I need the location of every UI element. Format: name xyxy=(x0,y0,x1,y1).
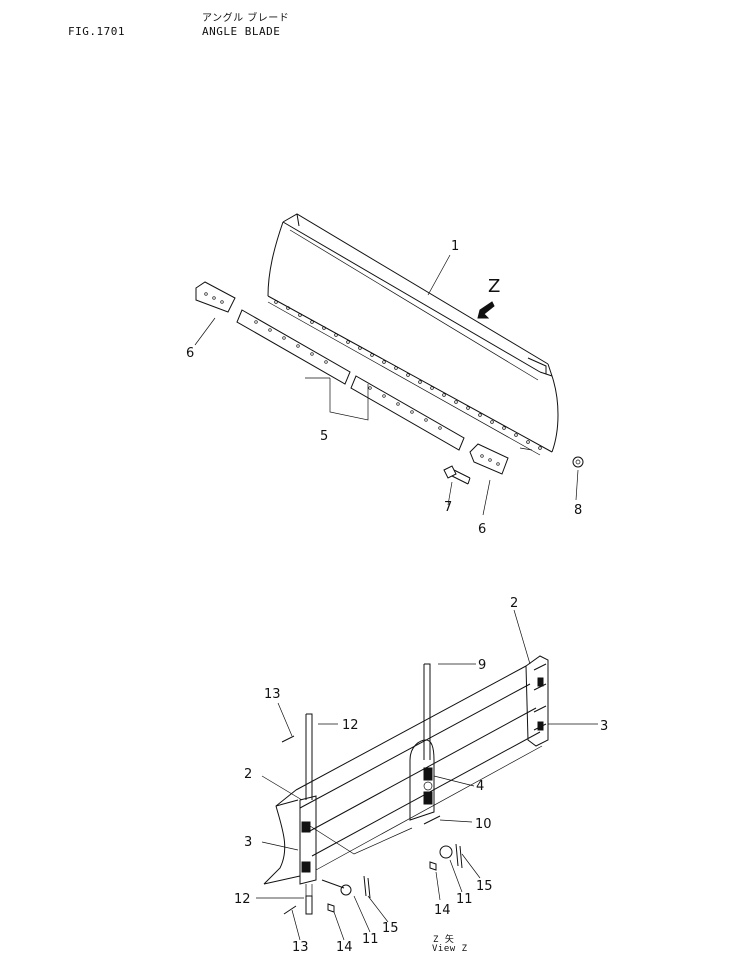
fastener-set-right xyxy=(429,843,463,871)
end-bit-right xyxy=(469,443,509,475)
cotter-13-lower xyxy=(283,905,297,915)
callout-12-lower: 12 xyxy=(234,892,251,907)
top-leaders xyxy=(194,254,579,516)
callout-6-left: 6 xyxy=(186,346,194,361)
view-caption-english: View Z xyxy=(432,944,468,954)
bolt-hole-row xyxy=(274,300,542,450)
callout-10: 10 xyxy=(475,817,492,832)
callout-11-right: 11 xyxy=(456,892,473,907)
bracket-right xyxy=(525,655,549,747)
callout-14-right: 14 xyxy=(434,903,451,918)
title-japanese: アングル ブレード xyxy=(202,13,290,24)
callout-7: 7 xyxy=(444,500,452,515)
end-bit-left xyxy=(195,281,236,313)
bottom-leaders xyxy=(256,609,598,941)
callout-5: 5 xyxy=(320,429,328,444)
callout-9: 9 xyxy=(478,658,486,673)
callout-15-right: 15 xyxy=(476,879,493,894)
callout-12-upper: 12 xyxy=(342,718,359,733)
pin-10 xyxy=(423,815,441,825)
view-caption-japanese: Z 矢 xyxy=(433,935,455,945)
callout-4: 4 xyxy=(476,779,484,794)
pin-12-lower xyxy=(305,884,313,915)
fastener-set-left xyxy=(321,875,371,913)
title-english: ANGLE BLADE xyxy=(202,25,281,38)
figure-number: FIG.1701 xyxy=(68,25,125,38)
callout-2-right: 2 xyxy=(510,596,518,611)
callout-13-lower: 13 xyxy=(292,940,309,955)
callout-3-left: 3 xyxy=(244,835,252,850)
callout-6-right: 6 xyxy=(478,522,486,537)
cutting-edge-right xyxy=(350,375,465,451)
callout-11-left: 11 xyxy=(362,932,379,947)
callout-1: 1 xyxy=(451,239,459,254)
callout-15-left: 15 xyxy=(382,921,399,936)
center-bracket xyxy=(409,739,435,821)
view-z-arrow-icon xyxy=(477,301,495,319)
nut-8 xyxy=(572,456,584,468)
rear-frame-assembly xyxy=(263,655,549,915)
callout-8: 8 xyxy=(574,503,582,518)
blade-assembly: Z xyxy=(195,213,584,485)
pin-12-upper xyxy=(305,713,313,800)
callout-3-right: 3 xyxy=(600,719,608,734)
pin-9 xyxy=(423,663,431,760)
callout-14-left: 14 xyxy=(336,940,353,955)
callout-2-left: 2 xyxy=(244,767,252,782)
view-z-label: Z xyxy=(488,276,500,297)
cutting-edge-left xyxy=(236,309,351,385)
bracket-left xyxy=(263,789,317,885)
cotter-13-upper xyxy=(281,735,295,743)
callout-13-upper: 13 xyxy=(264,687,281,702)
bolt-7 xyxy=(443,465,471,485)
